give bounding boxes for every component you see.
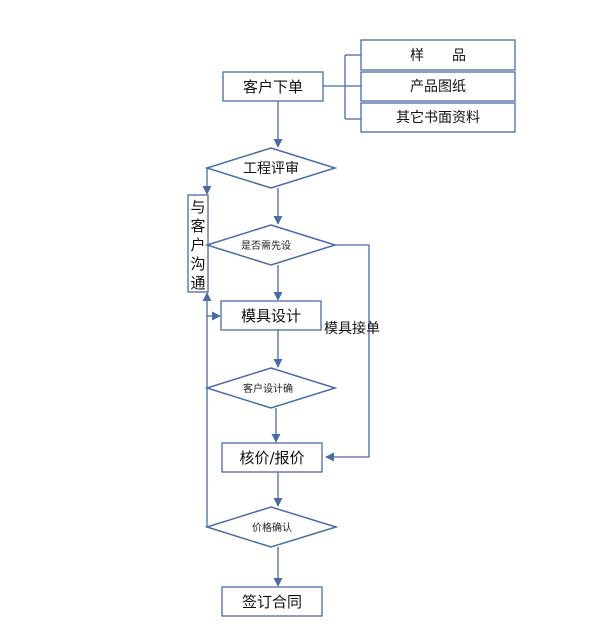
- bracket-connector: [323, 54, 361, 120]
- node-order-label: 客户下单: [243, 78, 303, 96]
- communicate-char-1: 与: [190, 198, 205, 216]
- node-drawing-label: 产品图纸: [410, 79, 466, 95]
- node-docs: 其它书面资料: [360, 102, 516, 133]
- communicate-char-4: 沟: [190, 255, 205, 273]
- communicate-char-3: 户: [190, 236, 205, 254]
- node-review: 工程评审: [204, 147, 338, 189]
- node-sample-label: 样 品: [410, 48, 466, 64]
- node-mold-design: 模具设计: [220, 300, 322, 331]
- communicate-char-5: 通: [190, 274, 205, 292]
- communicate-char-2: 客: [190, 217, 205, 235]
- node-sample: 样 品: [360, 39, 516, 71]
- node-quote: 核价/报价: [221, 442, 323, 473]
- node-need-design: 是否需先设: [204, 224, 338, 266]
- node-price-confirm-label: 价格确认: [252, 521, 292, 534]
- node-need-design-label: 是否需先设: [241, 240, 291, 252]
- node-communicate: 与 客 户 沟 通: [187, 194, 209, 293]
- node-order: 客户下单: [222, 71, 324, 102]
- edge-label-direct-order: 模具接单: [324, 320, 380, 337]
- arrow-need-design-to-quote: [325, 244, 370, 462]
- node-drawing: 产品图纸: [360, 71, 516, 102]
- node-price-confirm: 价格确认: [204, 506, 339, 548]
- node-quote-label: 核价/报价: [239, 449, 304, 467]
- node-design-confirm-label: 客户设计确: [243, 382, 293, 395]
- node-design-confirm: 客户设计确: [204, 367, 338, 409]
- node-contract-label: 签订合同: [242, 593, 302, 611]
- node-contract: 签订合同: [221, 586, 323, 617]
- node-docs-label: 其它书面资料: [396, 109, 480, 126]
- node-review-label: 工程评审: [243, 161, 299, 177]
- node-mold-design-label: 模具设计: [241, 307, 301, 325]
